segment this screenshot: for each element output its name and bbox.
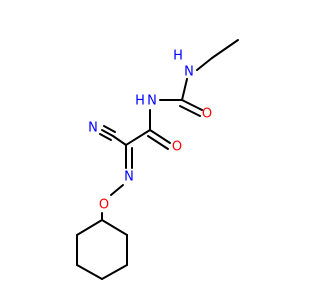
bond-urea-carbonyl-b [179, 105, 201, 117]
bond-nitrile-triple-b [103, 125, 116, 133]
bond-ring-6 [76, 219, 103, 236]
bonds [76, 39, 239, 280]
atom-label-upper-n: N [184, 65, 194, 80]
bond-amide-carbonyl-b [147, 135, 169, 150]
atom-label-middle-h: H [135, 94, 145, 109]
atom-labels: H N O H N O N N O [88, 49, 212, 213]
atom-label-urea-o: O [202, 107, 212, 122]
bond-ethyl-ch3-ch2 [211, 39, 239, 59]
bond-ring-3 [101, 264, 128, 280]
bond-ring-1 [101, 219, 128, 236]
bond-nitrile-triple-c [99, 133, 112, 141]
bond-amide-alpha-carbon [125, 129, 151, 146]
bond-ethyl-ch2-nh [196, 57, 213, 71]
atom-label-ether-o: O [99, 198, 109, 213]
atom-label-upper-h: H [173, 49, 183, 64]
bond-alpha-nitrile-carbon [112, 135, 127, 146]
bond-oxime-n-o [110, 184, 124, 196]
bond-nitrile-triple-a [101, 129, 114, 137]
bond-amide-carbonyl-a [149, 129, 171, 144]
atom-label-amide-o: O [172, 140, 182, 155]
chemical-structure: H N O H N O N N O [76, 39, 239, 280]
atom-label-oxime-n: N [124, 170, 134, 185]
bond-nh-urea-carbon [181, 78, 188, 101]
atom-label-middle-n: N [147, 94, 157, 109]
bond-urea-carbonyl-a [181, 99, 203, 111]
atom-label-nitrile-n: N [88, 121, 98, 136]
bond-ring-4 [76, 264, 103, 280]
